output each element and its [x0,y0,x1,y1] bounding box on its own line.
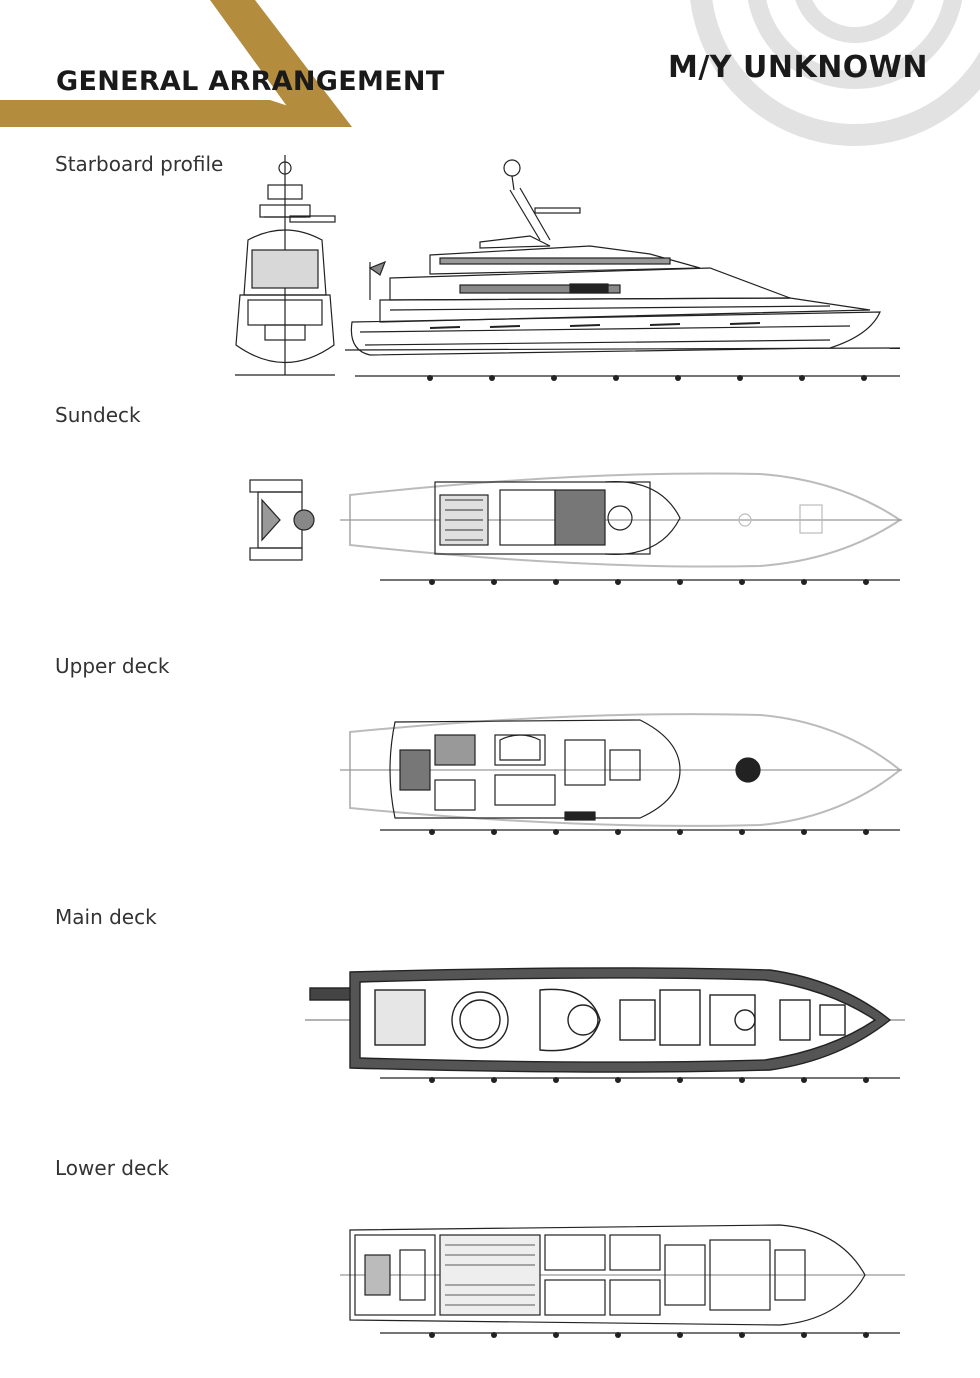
gold-wedge [210,0,352,127]
lower-deck-plan [340,1224,905,1338]
rings-emblem [690,0,980,146]
stern-view [235,155,336,376]
sundeck-plan [249,472,902,585]
label-starboard-profile: Starboard profile [55,152,224,176]
scale-ruler-upper [380,829,900,835]
scale-ruler-lower [380,1332,900,1338]
page-title: GENERAL ARRANGEMENT [56,66,445,97]
tender-detail [249,479,315,561]
scale-ruler-main [380,1077,900,1083]
side-profile [344,159,901,356]
gold-band [0,100,352,127]
label-sundeck: Sundeck [55,403,141,427]
upper-deck-plan [340,713,902,835]
starboard-profile-drawing [235,155,901,381]
label-lower-deck: Lower deck [55,1156,169,1180]
scale-ruler [355,375,900,381]
vessel-name: M/Y UNKNOWN [668,50,929,85]
scale-ruler-sundeck [380,579,900,585]
main-deck-plan [305,967,905,1083]
label-upper-deck: Upper deck [55,654,170,678]
header-decoration [0,0,980,146]
label-main-deck: Main deck [55,905,157,929]
